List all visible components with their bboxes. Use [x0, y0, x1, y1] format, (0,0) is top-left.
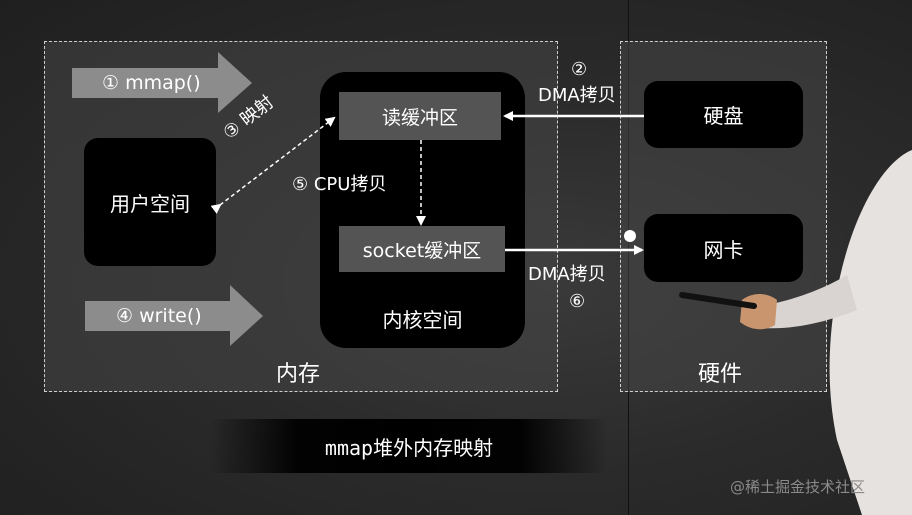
read-buffer-box: 读缓冲区: [339, 92, 501, 140]
write-step-label: ④ write(): [116, 305, 202, 327]
hardware-label: 硬件: [698, 362, 743, 387]
footer-title: mmap堆外内存映射: [324, 435, 494, 460]
mmap-arrow-shape: [72, 52, 252, 113]
presenter-image: [679, 150, 912, 515]
footer-title-bar: mmap堆外内存映射: [210, 419, 608, 473]
mmap-step-label: ① mmap(): [102, 72, 201, 94]
watermark: @稀土掘金技术社区: [730, 478, 866, 496]
laser-pointer-dot: [624, 230, 636, 242]
kernel-space-label: 内核空间: [382, 308, 463, 332]
dma-in-number: ②: [571, 59, 588, 80]
read-buffer-label: 读缓冲区: [381, 106, 458, 129]
socket-buffer-box: socket缓冲区: [339, 226, 505, 272]
disk-label: 硬盘: [703, 104, 744, 128]
write-arrow-shape: [85, 285, 263, 346]
nic-label: 网卡: [703, 237, 744, 262]
nic-box: 网卡: [644, 214, 803, 282]
user-space-label: 用户空间: [110, 191, 190, 216]
cpu-copy-label: ⑤ CPU拷贝: [292, 174, 387, 195]
dma-out-label: DMA拷贝: [528, 264, 606, 285]
socket-buffer-label: socket缓冲区: [362, 239, 482, 262]
user-space-box: 用户空间: [84, 138, 216, 266]
map-arrow: [210, 116, 336, 214]
disk-box: 硬盘: [644, 81, 803, 148]
memory-label: 内存: [276, 362, 321, 387]
dma-in-label: DMA拷贝: [538, 85, 616, 106]
dma-out-number: ⑥: [569, 291, 586, 312]
